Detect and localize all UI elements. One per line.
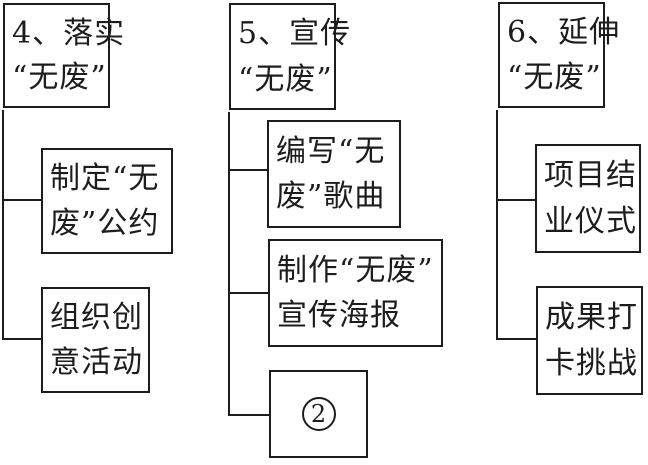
node-text-line: 4、落实 (12, 15, 126, 51)
connector-line-branch (496, 338, 536, 340)
connector-line-vertical (496, 110, 498, 340)
circled-number-2: 2 (301, 397, 336, 431)
node-5-child-placeholder: 2 (269, 370, 368, 458)
node-text-line: 意活动 (50, 345, 143, 380)
node-text-line: “无废” (238, 61, 333, 97)
connector-line-branch (228, 414, 269, 416)
connector-line-branch (2, 199, 41, 201)
connector-line-branch (228, 169, 267, 171)
node-text-line: 宣传海报 (277, 298, 401, 334)
connector-line-vertical (2, 110, 4, 340)
node-6-child-ceremony: 项目结 业仪式 (535, 144, 641, 253)
connector-line-branch (2, 338, 41, 340)
node-text-line: “无废” (12, 60, 107, 96)
node-4-child-activities: 组织创 意活动 (41, 287, 150, 393)
node-text-line: 制定“无 (50, 161, 160, 196)
node-text-line: 项目结 (544, 158, 637, 193)
node-4-header: 4、落实 “无废” (3, 3, 126, 108)
node-text-line: 废”歌曲 (276, 179, 386, 215)
connector-line-vertical (228, 112, 230, 416)
node-text-line: 成果打 (545, 300, 638, 335)
node-text-line: 业仪式 (544, 204, 637, 239)
node-text-line: 6、延伸 (507, 15, 621, 50)
node-text-line: 组织创 (50, 300, 143, 335)
node-text-line: 卡挑战 (545, 346, 638, 381)
node-5-header: 5、宣传 “无废” (229, 3, 352, 110)
node-text-line: 废”公约 (50, 206, 160, 241)
node-text-line: 5、宣传 (238, 16, 352, 52)
connector-line-branch (228, 292, 268, 294)
node-6-child-challenge: 成果打 卡挑战 (536, 286, 643, 395)
node-6-header: 6、延伸 “无废” (498, 2, 621, 108)
node-text-line: 编写“无 (276, 133, 386, 169)
node-text-line: 制作“无废” (277, 252, 434, 288)
node-text-line: “无废” (507, 60, 602, 95)
node-5-child-poster: 制作“无废” 宣传海报 (268, 239, 443, 347)
node-5-child-song: 编写“无 废”歌曲 (267, 120, 401, 228)
node-4-child-convention: 制定“无 废”公约 (41, 148, 173, 254)
connector-line-branch (496, 199, 535, 201)
